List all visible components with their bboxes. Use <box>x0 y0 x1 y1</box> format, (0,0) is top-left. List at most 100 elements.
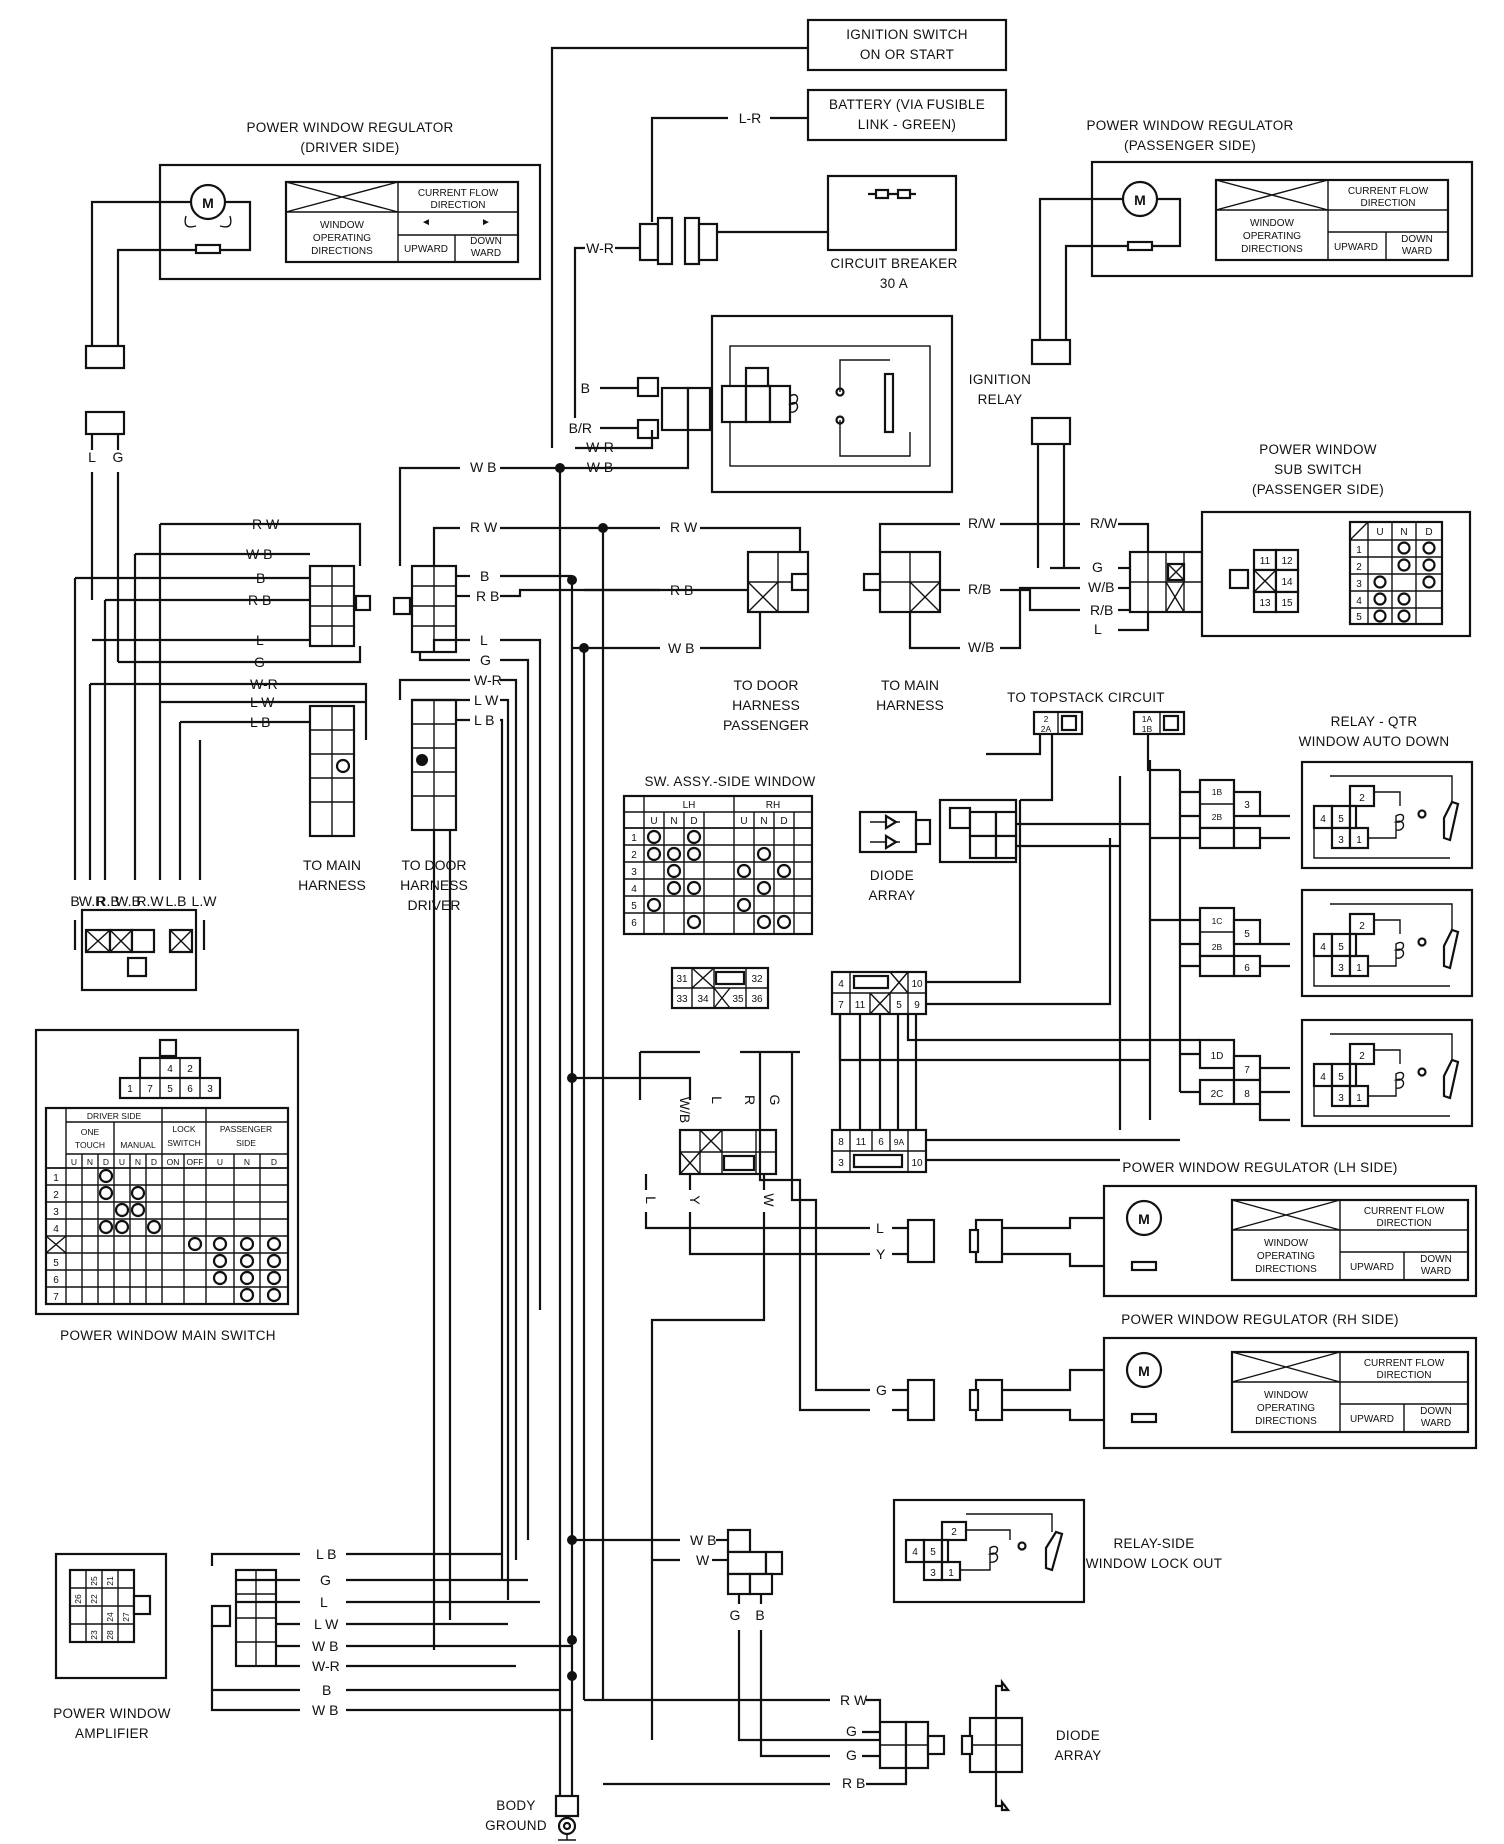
rh-down: DOWN <box>1420 1406 1452 1417</box>
circuit-breaker-label: CIRCUIT BREAKER <box>830 256 957 271</box>
sub-pin-15: 15 <box>1281 598 1293 609</box>
sub-switch-regulator-connector <box>1030 416 1072 446</box>
swc-bottom-w: W <box>761 1193 777 1207</box>
driver-current-flow-2: DIRECTION <box>431 200 486 211</box>
relay-pin: 3 <box>1338 963 1344 974</box>
passenger-motor-symbol: M <box>1134 192 1146 208</box>
diode-array-2-label-2: ARRAY <box>1054 1748 1101 1763</box>
circuit-breaker-connector <box>638 216 719 266</box>
ms-row: 4 <box>53 1224 59 1235</box>
lo-pin-5: 5 <box>930 1547 936 1558</box>
amp-pin: 21 <box>105 1576 115 1586</box>
lh-window-dirs-2: OPERATING <box>1257 1251 1315 1262</box>
amp-wire-b: B <box>322 1682 331 1698</box>
sw-row: 5 <box>631 901 637 912</box>
rc-pin-2b-b: 2B <box>1212 942 1223 952</box>
amplifier-label-2: AMPLIFIER <box>75 1726 149 1741</box>
bundle-label-l: L <box>256 632 264 648</box>
amp-wire-wr: W-R <box>312 1658 340 1674</box>
sw-row: 4 <box>631 884 637 895</box>
ignition-switch-label: IGNITION SWITCH <box>846 27 968 42</box>
sub-wire-wb-b: W/B <box>1088 579 1114 595</box>
sw-pin-33: 33 <box>676 994 688 1005</box>
ms-pin-7: 7 <box>147 1084 153 1095</box>
rb-pin-11: 11 <box>855 1000 866 1011</box>
pwr-driver-box: M CURRENT FLOW DIRECTION WINDOW OPERATIN… <box>158 163 542 281</box>
topstack-connectors: 2 2A 1A 1B <box>1032 710 1186 736</box>
battery-label-2: LINK - GREEN) <box>858 117 956 132</box>
pwr-lh-box: M CURRENT FLOW DIRECTION WINDOW OPERATIN… <box>1102 1184 1478 1298</box>
swc-r: R <box>742 1095 758 1105</box>
rc-pin-1b: 1B <box>1212 787 1223 797</box>
sub-col-d: D <box>1425 527 1432 538</box>
lo-pin-2: 2 <box>951 1527 957 1538</box>
topstack-pin-2: 2 <box>1044 714 1049 724</box>
rb-pin-9a: 9A <box>894 1137 905 1147</box>
amplifier-label: POWER WINDOW <box>53 1706 171 1721</box>
ms-col: N <box>244 1157 250 1167</box>
driver-motor-symbol: M <box>202 195 214 211</box>
sw-pin-36: 36 <box>751 994 763 1005</box>
rb-pin-6: 6 <box>878 1137 884 1148</box>
sub-row-1: 1 <box>1356 545 1362 556</box>
sw-col-lh: LH <box>683 800 696 811</box>
swc-l: L <box>709 1096 725 1104</box>
pass-current-flow-2: DIRECTION <box>1361 198 1416 209</box>
lo-pin-4: 4 <box>912 1547 918 1558</box>
topstack-pin-1b: 1B <box>1142 724 1153 734</box>
relay-block-connector-top: 4 10 7 11 5 9 <box>830 970 928 1016</box>
sub-row-5: 5 <box>1356 612 1362 623</box>
sw-assy-title: SW. ASSY.-SIDE WINDOW <box>644 774 815 789</box>
door-wire-b: B <box>480 568 489 584</box>
ms-side: SIDE <box>236 1138 256 1148</box>
bundle-label-b: B <box>256 570 265 586</box>
sub-switch-table-box: 11 12 14 13 15 U N D 1 2 3 4 5 <box>1200 510 1472 638</box>
ms-passenger: PASSENGER <box>220 1124 272 1134</box>
rh-upward: UPWARD <box>1350 1414 1394 1425</box>
relay-pin: 2 <box>1359 793 1365 804</box>
topstack-pin-1a: 1A <box>1142 714 1153 724</box>
relay-qtr-subtitle: WINDOW AUTO DOWN <box>1299 734 1450 749</box>
diode-array-1-label: DIODE <box>870 868 914 883</box>
lower-wire-g: G <box>730 1607 741 1623</box>
pass-wire-rw: R W <box>670 519 698 535</box>
to-main-harness-1: TO MAIN <box>303 857 361 873</box>
rb-pin-5: 5 <box>896 1000 902 1011</box>
sw-col: U <box>740 816 747 827</box>
sw-row: 6 <box>631 918 637 929</box>
relay-pin: 4 <box>1320 1072 1326 1083</box>
pass-regulator-connector <box>1030 338 1072 366</box>
ignition-switch-box: IGNITION SWITCH ON OR START <box>806 18 1008 72</box>
door-wire-rw: R W <box>470 519 498 535</box>
relay-pin: 3 <box>1338 835 1344 846</box>
pass-wire-rb: R B <box>670 582 693 598</box>
ms-manual: MANUAL <box>120 1140 156 1150</box>
amp-wire-wb2: W B <box>312 1702 338 1718</box>
lo-pin-1: 1 <box>948 1568 954 1579</box>
diode-array-2-label: DIODE <box>1056 1728 1100 1743</box>
sw-col: D <box>690 816 697 827</box>
driver-switch-connector <box>80 908 198 992</box>
sub-pin-11: 11 <box>1260 556 1271 567</box>
pwr-rh-title: POWER WINDOW REGULATOR (RH SIDE) <box>1121 1312 1399 1327</box>
da2-wire-g2: G <box>846 1747 857 1763</box>
da2-wire-rb: R B <box>842 1775 865 1791</box>
lh-window-dirs-3: DIRECTIONS <box>1255 1264 1317 1275</box>
rb-pin-10: 10 <box>911 979 923 990</box>
amp-wire-lb: L B <box>316 1546 337 1562</box>
bundle-label-rw: R W <box>252 516 280 532</box>
lh-motor-symbol: M <box>1138 1211 1150 1227</box>
sub-wire-l: L <box>1094 621 1102 637</box>
amp-wire-lw: L W <box>314 1616 339 1632</box>
sw-wire-connector <box>678 1128 778 1176</box>
lh-current-flow-2: DIRECTION <box>1377 1218 1432 1229</box>
relay-side-label-2: WINDOW LOCK OUT <box>1086 1556 1223 1571</box>
lower-wire-w: W <box>696 1552 710 1568</box>
sw-assy-connector: 31 32 33 34 35 36 <box>670 966 770 1010</box>
sw-wire-connector-labels: W/B L R G <box>677 1095 783 1124</box>
topstack-pin-2a: 2A <box>1041 724 1052 734</box>
relay-pin: 4 <box>1320 942 1326 953</box>
driver-window-dirs-2: OPERATING <box>313 233 371 244</box>
pass-window-dirs-2: OPERATING <box>1243 231 1301 242</box>
